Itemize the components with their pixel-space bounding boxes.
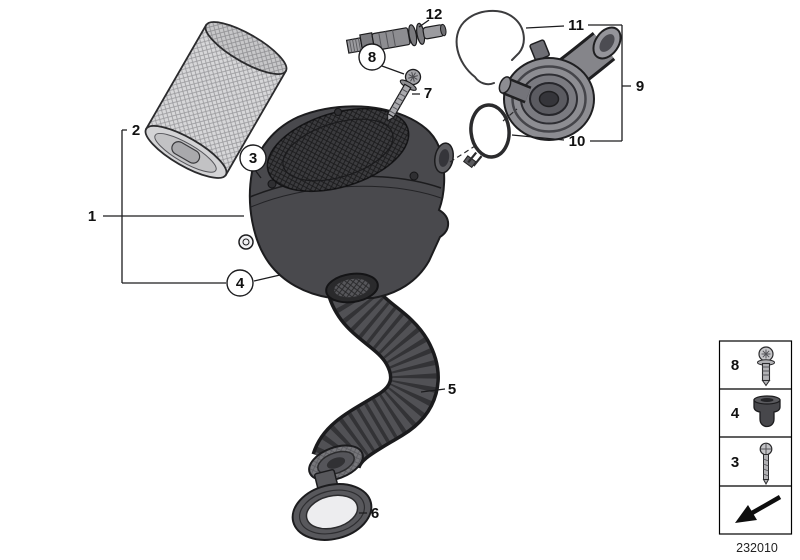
callout-3-label[interactable]: 3 (249, 150, 257, 167)
callout-12[interactable]: 12 (426, 6, 443, 23)
callout-4[interactable]: 4 (226, 269, 254, 297)
callout-8-label[interactable]: 8 (368, 49, 376, 66)
callout-3-circle[interactable] (239, 144, 267, 172)
callout-1-label[interactable]: 1 (88, 208, 96, 225)
callout-2-label[interactable]: 2 (132, 122, 140, 139)
callout-10-label[interactable]: 10 (569, 133, 586, 150)
lid-mesh-ring (282, 118, 394, 182)
legend-row-4[interactable]: 4 (731, 395, 781, 428)
callout-10[interactable]: 10 (569, 133, 586, 150)
maf-bellows-core (538, 90, 560, 108)
legend-dividers (719, 388, 792, 487)
maf-flange (592, 26, 622, 60)
breather-body-ribs (378, 30, 396, 50)
filter-handle-slot (171, 141, 201, 164)
callout-4-label[interactable]: 4 (236, 275, 245, 292)
arrow-shaft (750, 495, 782, 515)
rubber-grommet-icon (753, 395, 781, 428)
callout-6-label[interactable]: 6 (371, 505, 379, 522)
torx-screw-tip (761, 380, 771, 387)
legend-row-4-label[interactable]: 4 (731, 405, 740, 422)
funnel-rim (298, 489, 366, 535)
legend-symbol-cell (735, 495, 782, 523)
filter-housing (238, 105, 454, 304)
hose-corrugation (314, 281, 437, 470)
lid-screw-boss-2 (409, 171, 419, 181)
legend-row-8[interactable]: 8 (731, 346, 775, 387)
legend-row-3-label[interactable]: 3 (731, 454, 739, 471)
outlet-mesh (334, 278, 370, 298)
intake-funnel (291, 468, 373, 541)
callout-9[interactable]: 9 (636, 78, 644, 95)
legend-row-8-label[interactable]: 8 (731, 357, 739, 374)
callout-12-label[interactable]: 12 (426, 6, 443, 23)
filter-top-mesh (205, 22, 287, 75)
parts-drawing (103, 10, 631, 541)
breather-thread-lines (349, 38, 362, 53)
breather-collar-1 (408, 24, 418, 47)
tapping-screw-icon (759, 442, 773, 486)
callout-11[interactable]: 11 (568, 17, 584, 34)
callout-7[interactable]: 7 (424, 85, 432, 102)
housing-drain-ring (238, 234, 254, 250)
continuation-arrow-icon (735, 495, 782, 523)
assembly-dashed-lines (449, 108, 518, 163)
funnel-opening (305, 494, 359, 530)
hose-clamp (462, 103, 511, 169)
callout-9-label[interactable]: 9 (636, 78, 644, 95)
grommet-body (753, 399, 781, 428)
tapping-screw-threads (763, 458, 769, 477)
legend-table: 8 4 3 (718, 340, 793, 535)
mass-air-flow-tube (498, 26, 622, 141)
callout-1[interactable]: 1 (88, 208, 96, 225)
callout-5-label[interactable]: 5 (448, 381, 456, 398)
lid-screw-boss-3 (334, 108, 342, 116)
callout-5[interactable]: 5 (448, 381, 456, 398)
lid-screw-boss-1 (267, 179, 277, 189)
maf-left-stub-end (498, 76, 512, 94)
tapping-screw-tip (762, 479, 770, 486)
maf-flange-bore (599, 34, 615, 52)
housing-drain-hole (242, 238, 250, 246)
screw-shaft (386, 83, 412, 119)
legend-row-3[interactable]: 3 (731, 442, 773, 486)
callout-6[interactable]: 6 (371, 505, 379, 522)
callout-11-label[interactable]: 11 (568, 17, 584, 34)
screw-torx-star (408, 72, 418, 82)
diagram-number: 232010 (736, 541, 778, 555)
callout-8-circle[interactable] (358, 43, 386, 71)
retaining-wire-clip (455, 10, 525, 86)
screw-threads (389, 88, 409, 115)
torx-screw-threads (762, 366, 770, 376)
clamp-band (469, 103, 511, 159)
maf-bellows-ring-2 (511, 65, 587, 133)
callout-7-label[interactable]: 7 (424, 85, 432, 102)
tapping-screw-cross (761, 444, 771, 454)
arrow-head (735, 505, 757, 523)
intake-hose (308, 280, 440, 482)
screw-tip (387, 112, 395, 122)
callouts: 1 2 3 4 5 6 7 8 9 10 (88, 6, 644, 522)
callout-8[interactable]: 8 (358, 43, 386, 71)
housing-outlet (325, 272, 379, 304)
air-filter-element (144, 21, 288, 179)
torx-screw-shaft (761, 362, 771, 382)
lid-mesh-hatch (267, 108, 409, 192)
torx-screw-star (761, 349, 771, 359)
housing-lid-mesh (266, 107, 410, 193)
callout-2[interactable]: 2 (132, 122, 140, 139)
tapping-screw (386, 68, 422, 122)
hose-end-core (326, 457, 346, 469)
connector-bore (438, 149, 450, 167)
grommet-hole (760, 398, 774, 402)
leader-lines (103, 19, 631, 514)
torx-screw-icon (757, 346, 775, 387)
callout-3[interactable]: 3 (239, 144, 267, 172)
breather-barb-end (440, 23, 447, 37)
callout-4-circle[interactable] (226, 269, 254, 297)
clamp-screw-tails (467, 151, 483, 167)
